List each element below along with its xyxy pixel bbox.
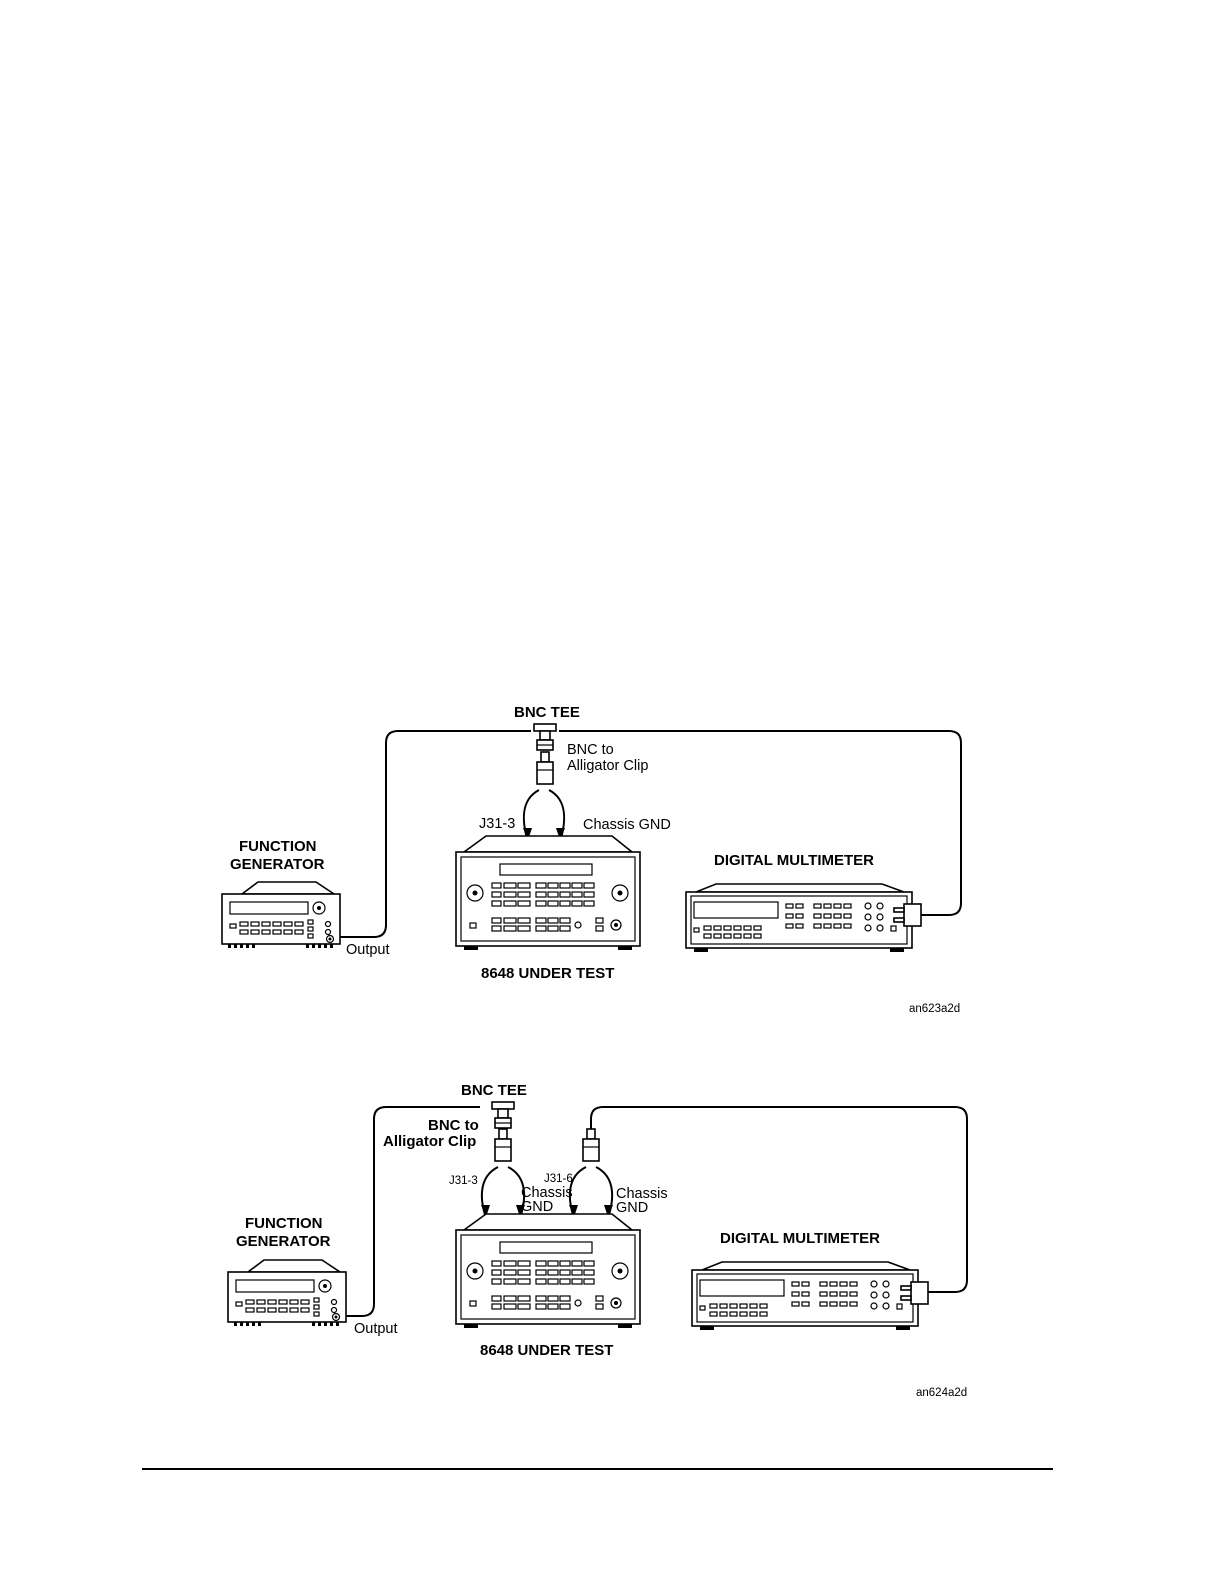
chassis-gnd-label: Chassis GND (583, 817, 671, 833)
bnc-tee-icon (534, 724, 556, 750)
output-label: Output (354, 1321, 398, 1337)
j31-3-label: J31-3 (449, 1175, 478, 1187)
under-test-label: 8648 UNDER TEST (481, 965, 614, 982)
gnd-label-2: GND (616, 1200, 648, 1216)
bnc-to-label: BNC to (567, 742, 614, 758)
figure-id: an623a2d (909, 1003, 960, 1015)
function-generator-label-line1: FUNCTION (245, 1215, 323, 1232)
function-generator-icon (222, 882, 340, 948)
j31-6-label: J31-6 (544, 1173, 573, 1185)
signal-generator-8648-icon (456, 836, 640, 950)
dmm-clip-adapter-icon (583, 1129, 599, 1161)
alligator-clip-label: Alligator Clip (383, 1133, 476, 1150)
function-generator-label-line2: GENERATOR (230, 856, 325, 873)
diagram-1: BNC TEE BNC to Alligator Clip J31-3 Chas… (222, 704, 961, 1015)
bnc-to-label: BNC to (428, 1117, 479, 1134)
digital-multimeter-icon (686, 884, 912, 952)
function-generator-icon (228, 1260, 346, 1326)
under-test-label: 8648 UNDER TEST (480, 1342, 613, 1359)
output-label: Output (346, 942, 390, 958)
function-generator-label-line1: FUNCTION (239, 838, 317, 855)
bnc-tee-icon (492, 1102, 514, 1128)
signal-generator-8648-icon (456, 1214, 640, 1328)
digital-multimeter-label: DIGITAL MULTIMETER (720, 1230, 880, 1247)
diagram-2: BNC TEE BNC to Alligator Clip J31-3 J31-… (228, 1082, 967, 1399)
bnc-tee-label: BNC TEE (514, 704, 580, 721)
digital-multimeter-label: DIGITAL MULTIMETER (714, 852, 874, 869)
function-generator-label-line2: GENERATOR (236, 1233, 331, 1250)
alligator-clip-adapter-icon (495, 1129, 511, 1161)
j31-3-label: J31-3 (479, 816, 515, 832)
alligator-clip-adapter-icon (537, 752, 553, 784)
bnc-tee-label: BNC TEE (461, 1082, 527, 1099)
alligator-clip-label: Alligator Clip (567, 758, 648, 774)
figure-id: an624a2d (916, 1387, 967, 1399)
digital-multimeter-icon (692, 1262, 918, 1330)
gnd-label-1: GND (521, 1199, 553, 1215)
